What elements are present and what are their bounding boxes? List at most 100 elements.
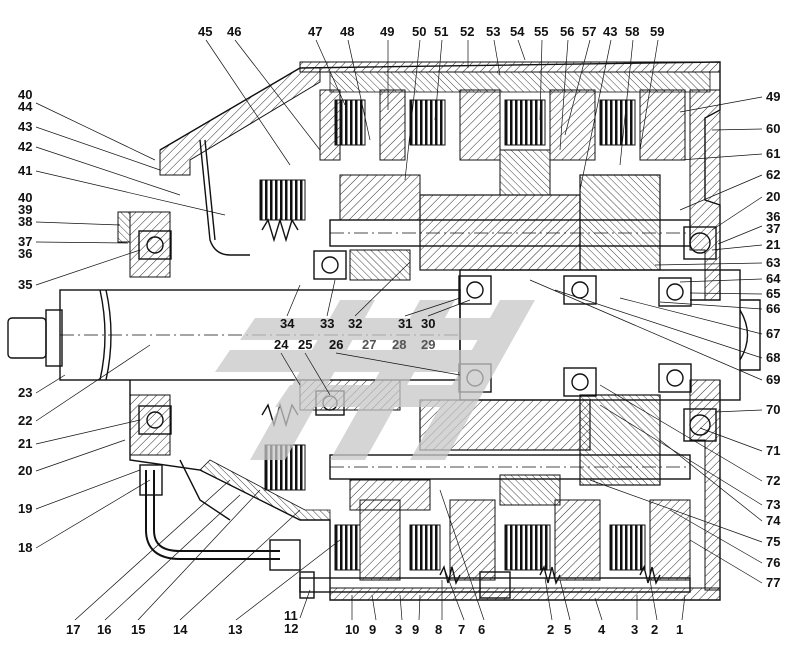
label: 21	[18, 436, 32, 451]
label: 15	[131, 622, 145, 637]
label: 68	[766, 350, 780, 365]
label: 13	[228, 622, 242, 637]
label: 26	[329, 337, 343, 352]
label: 75	[766, 534, 780, 549]
label: 39	[18, 202, 32, 217]
label: 65	[766, 286, 780, 301]
label: 2	[651, 622, 658, 637]
label: 37	[766, 221, 780, 236]
label: 57	[582, 24, 596, 39]
control-rod	[299, 571, 691, 599]
label: 14	[173, 622, 188, 637]
label: 21	[766, 237, 780, 252]
clutch-packs-upper	[259, 89, 686, 221]
label: 48	[340, 24, 354, 39]
label: 10	[345, 622, 359, 637]
label: 46	[227, 24, 241, 39]
label: 55	[534, 24, 548, 39]
label: 22	[18, 413, 32, 428]
label: 16	[97, 622, 111, 637]
label: 30	[421, 316, 435, 331]
label: 61	[766, 146, 780, 161]
label: 63	[766, 255, 780, 270]
label: 24	[274, 337, 289, 352]
inner-labels-upper: 34 33 32 31 30	[280, 261, 471, 331]
label: 73	[766, 497, 780, 512]
label: 56	[560, 24, 574, 39]
label: 70	[766, 402, 780, 417]
label: 18	[18, 540, 32, 555]
label: 72	[766, 473, 780, 488]
label: 77	[766, 575, 780, 590]
bearing-31	[458, 275, 492, 305]
label: 71	[766, 443, 780, 458]
top-leaders	[205, 39, 659, 191]
label: 33	[320, 316, 334, 331]
label: 51	[434, 24, 448, 39]
label: 8	[435, 622, 442, 637]
label: 2	[547, 622, 554, 637]
bearing-65	[658, 277, 692, 307]
label: 11	[284, 608, 298, 623]
inner-labels-lower: 24 25 26 27 28 29	[274, 337, 461, 396]
bearing-33	[313, 250, 347, 280]
right-leaders	[529, 96, 763, 584]
label: 38	[18, 214, 32, 229]
bearing-64	[563, 275, 597, 305]
label: 20	[766, 189, 780, 204]
label: 1	[676, 622, 683, 637]
label: 43	[603, 24, 617, 39]
label: 40	[18, 87, 32, 102]
label: 50	[412, 24, 426, 39]
label: 74	[766, 513, 781, 528]
label: 12	[284, 621, 298, 636]
right-labels: 49 60 61 62 20 36 37 21 63 64 65 66 67 6…	[766, 89, 781, 590]
label: 54	[510, 24, 525, 39]
top-labels: 45 46 47 48 49 50 51 52 53 54 55 56 57 4…	[198, 24, 664, 39]
label: 52	[460, 24, 474, 39]
label: 67	[766, 326, 780, 341]
label: 69	[766, 372, 780, 387]
label: 44	[18, 99, 33, 114]
label: 3	[631, 622, 638, 637]
label: 53	[486, 24, 500, 39]
label: 36	[766, 209, 780, 224]
bearing-70	[683, 408, 717, 442]
label: 5	[564, 622, 571, 637]
housing-upper	[117, 61, 721, 301]
left-leaders	[35, 102, 226, 549]
label: 28	[392, 337, 406, 352]
label: 25	[298, 337, 312, 352]
label: 9	[412, 622, 419, 637]
bottom-labels: 17 16 15 14 13 11 12 10 9 3 9 8 7 6 2 5 …	[66, 608, 683, 637]
label: 66	[766, 301, 780, 316]
label: 45	[198, 24, 212, 39]
label: 7	[458, 622, 465, 637]
label: 43	[18, 119, 32, 134]
label: 32	[348, 316, 362, 331]
bottom-leaders	[74, 479, 686, 621]
label: 9	[369, 622, 376, 637]
label: 40	[18, 190, 32, 205]
label: 36	[18, 246, 32, 261]
left-labels: 40 44 43 42 41 40 39 38 37 36 35 23 22 2…	[18, 87, 33, 555]
bearing-36r	[683, 226, 717, 260]
label: 49	[380, 24, 394, 39]
label: 34	[280, 316, 295, 331]
label: 62	[766, 167, 780, 182]
bearing-35	[138, 230, 172, 260]
label: 6	[478, 622, 485, 637]
label: 17	[66, 622, 80, 637]
label: 37	[18, 234, 32, 249]
label: 4	[598, 622, 606, 637]
bearing-72	[563, 367, 597, 397]
label: 64	[766, 271, 781, 286]
label: 60	[766, 121, 780, 136]
label: 42	[18, 139, 32, 154]
label: 49	[766, 89, 780, 104]
label: 41	[18, 163, 32, 178]
label: 35	[18, 277, 32, 292]
label: 19	[18, 501, 32, 516]
label: 47	[308, 24, 322, 39]
